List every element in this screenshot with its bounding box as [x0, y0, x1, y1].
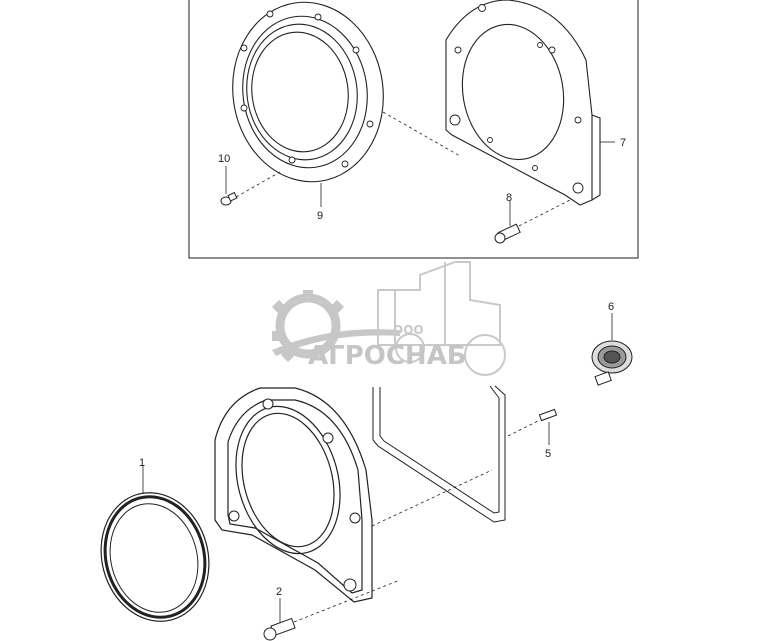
callout-7: 7 [620, 137, 626, 149]
callout-8: 8 [506, 192, 512, 204]
callout-1: 1 [139, 457, 145, 469]
watermark-name: АГРОСНАБ [308, 341, 467, 371]
road-swoosh-icon [272, 329, 400, 356]
part-1-seal-ring [100, 492, 210, 622]
part-7-gasket-plate [445, 0, 601, 206]
callout-9: 9 [317, 210, 323, 222]
part-7-gasket-outline [372, 385, 506, 523]
watermark-prefix: ООО [393, 323, 424, 337]
part-6-plug [591, 340, 633, 386]
callout-6: 6 [608, 301, 614, 313]
callout-2: 2 [276, 586, 282, 598]
combine-harvester-icon [377, 261, 506, 376]
leader-lines [142, 141, 615, 623]
part-2-bolt [263, 617, 296, 641]
inset-frame [188, 0, 639, 259]
part-3-rear-housing [214, 387, 373, 603]
part-8-bolt [494, 223, 521, 244]
callout-5: 5 [545, 448, 551, 460]
gear-icon [271, 290, 345, 363]
assembly-lines [235, 111, 571, 623]
watermark-logo: ООО АГРОСНАБ [245, 260, 510, 385]
part-9-seal-housing [232, 1, 384, 183]
callout-10: 10 [218, 153, 230, 165]
part-10-bolt [220, 191, 238, 206]
part-5-dowel-pin [538, 408, 558, 422]
